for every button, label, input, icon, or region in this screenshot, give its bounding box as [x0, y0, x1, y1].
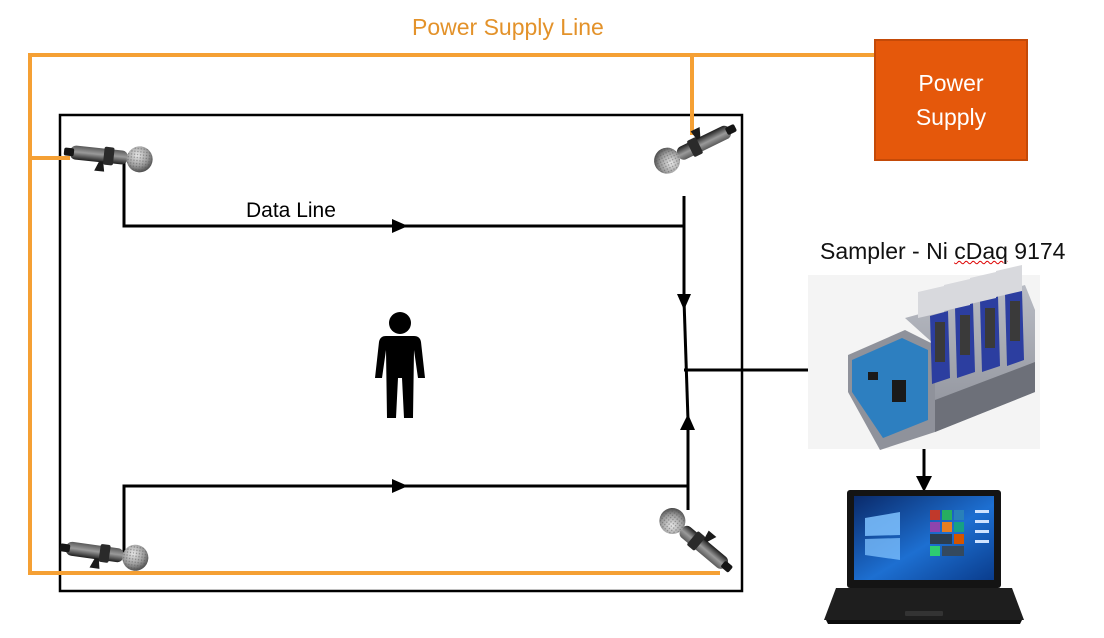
- arrow-right-bottom: [392, 479, 408, 493]
- sampler-label: Sampler - Ni cDaq 9174: [820, 238, 1065, 265]
- power-supply-label-line1: Power: [918, 70, 984, 96]
- sampler-label-prefix: Sampler - Ni: [820, 238, 955, 264]
- sampler-label-suffix: 9174: [1007, 238, 1066, 264]
- microphone-icon: [654, 500, 741, 580]
- power-supply-box: Power Supply: [874, 39, 1028, 161]
- arrow-to-laptop: [916, 476, 932, 492]
- arrow-right-top: [392, 219, 408, 233]
- sampler-label-model: cDaq: [954, 238, 1008, 264]
- room-boundary: [58, 113, 744, 593]
- microphone-icon: [57, 534, 151, 576]
- person-icon: [375, 312, 425, 418]
- power-supply-line: [28, 53, 874, 575]
- data-line: [122, 162, 926, 553]
- power-supply-line-label: Power Supply Line: [412, 14, 604, 40]
- arrow-down: [677, 294, 691, 310]
- microphone-icon: [648, 112, 742, 179]
- daq-device-icon: [808, 265, 1040, 450]
- data-line-label: Data Line: [246, 199, 336, 222]
- arrow-up: [680, 414, 695, 430]
- microphone-icon: [62, 138, 154, 177]
- power-supply-label-line2: Supply: [915, 104, 987, 130]
- laptop-icon: [824, 490, 1024, 624]
